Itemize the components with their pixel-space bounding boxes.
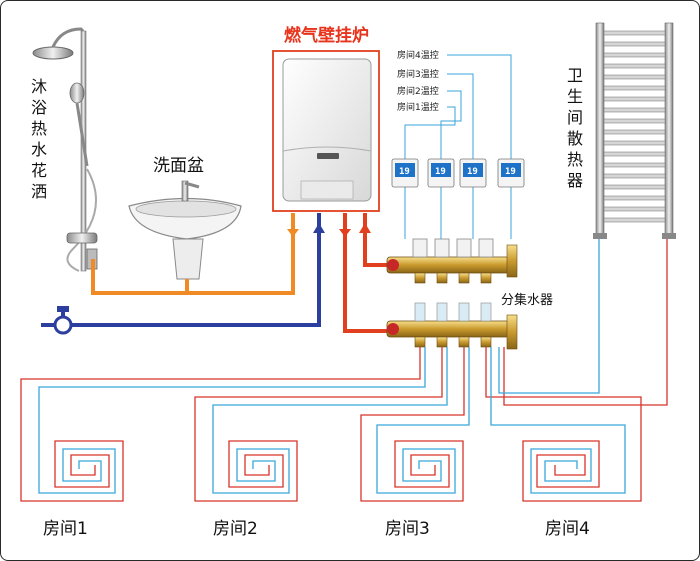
manifold (386, 238, 518, 350)
thermostat-label: 房间2温控 (397, 85, 439, 97)
shower-label-char: 沐 (31, 77, 47, 96)
thermostat-room1[interactable]: 19 (391, 158, 419, 188)
thermostat-room2[interactable]: 19 (427, 158, 455, 188)
heating-return-pipe (363, 213, 389, 267)
cold-water-valve-icon (53, 306, 73, 335)
radiator-label-char: 器 (567, 171, 583, 190)
shower-label-char: 洒 (31, 182, 47, 201)
thermostat-room3[interactable]: 19 (459, 158, 487, 188)
shower-label-char: 浴 (31, 98, 47, 117)
thermostat-room4[interactable]: 19 (497, 158, 525, 188)
ball-valve-icon (387, 259, 399, 271)
shower-fixture (32, 27, 98, 272)
faucet-icon (181, 180, 189, 202)
room-label: 房间1 (43, 519, 88, 539)
radiator-label-char: 间 (567, 108, 583, 127)
thermostat-display: 19 (435, 167, 446, 177)
ball-valve-icon (387, 323, 399, 335)
room-label: 房间3 (385, 519, 430, 539)
thermostat-display: 19 (467, 167, 478, 177)
radiator-label-char: 卫 (567, 66, 583, 85)
towel-radiator (593, 22, 676, 239)
thermostat-label: 房间4温控 (397, 49, 439, 61)
shower-label-char: 花 (31, 161, 47, 180)
shower-label-char: 热 (31, 119, 47, 138)
floor-supply-lines (20, 239, 668, 502)
thermostat-wires (404, 54, 512, 239)
basin-fixture (128, 180, 242, 280)
radiator-label-char: 热 (567, 150, 583, 169)
flow-arrow-icon (339, 229, 351, 237)
room-label: 房间2 (213, 519, 258, 539)
domestic-hot-water-pipe (91, 213, 295, 295)
flow-arrow-icon (313, 223, 325, 233)
thermostat-display: 19 (505, 167, 516, 177)
radiator-label-char: 生 (567, 87, 583, 106)
boiler-unit (272, 50, 380, 212)
floor-return-lines (38, 239, 626, 494)
heating-supply-pipe (343, 213, 389, 333)
thermostat-label: 房间3温控 (397, 68, 439, 80)
boiler-title: 燃气壁挂炉 (284, 25, 369, 46)
flow-arrow-icon (359, 223, 371, 233)
thermostat-label: 房间1温控 (397, 101, 439, 113)
thermostat-display: 19 (399, 167, 410, 177)
basin-label: 洗面盆 (153, 156, 204, 176)
shower-head-icon (32, 46, 74, 60)
manifold-label: 分集水器 (501, 292, 553, 308)
shower-label-char: 水 (31, 140, 47, 159)
cold-water-pipe (41, 213, 321, 327)
room-label: 房间4 (545, 519, 590, 539)
radiator-label-char: 散 (567, 129, 583, 148)
flow-arrow-icon (287, 229, 299, 237)
